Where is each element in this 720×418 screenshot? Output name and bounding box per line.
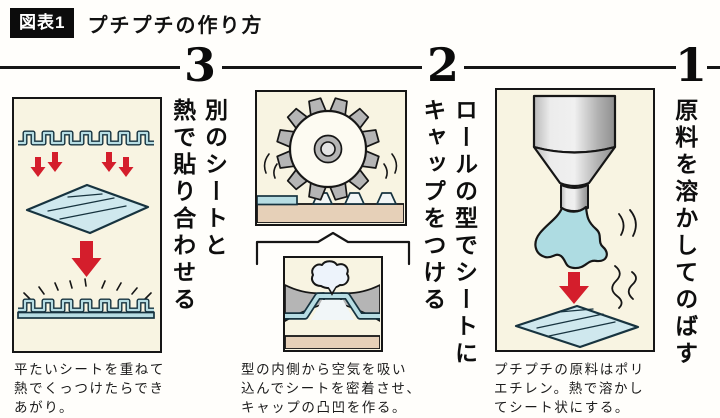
step2-inset-panel: [283, 256, 383, 352]
rule-segment: [222, 66, 422, 69]
heat-lamination-illustration: [17, 130, 155, 319]
down-arrow-icon: [71, 241, 102, 277]
step3-illustration-panel: [12, 97, 162, 353]
rule-segment: [0, 66, 180, 69]
step2-illustration-panel: [255, 90, 407, 226]
molten-blob: [534, 205, 608, 270]
step1-headline: 原料を溶かしてのばす: [671, 98, 698, 368]
step2-headline: ロールの型でシートに キャップをつける: [419, 98, 478, 368]
rule-segment: [707, 66, 720, 69]
step1-caption: プチプチの原料はポリ エチレン。熱で溶かし てシート状にする。: [494, 362, 645, 416]
step3-caption: 平たいシートを重ねて 熱でくっつけたらでき あがり。: [14, 362, 165, 416]
formed-caps: [312, 192, 397, 205]
rule-segment: [464, 66, 676, 69]
flat-sheet: [25, 183, 150, 235]
roller-mold-illustration: [257, 97, 404, 223]
step-number-2: 2: [426, 38, 459, 92]
melting-nozzle-illustration: [514, 94, 640, 349]
step3-headline: 別のシートと 熱で貼り合わせる: [169, 98, 228, 314]
flat-sheet-strip: [257, 195, 298, 206]
mold-suction-inset-illustration: [285, 260, 380, 349]
figure-label-badge: 図表1: [10, 8, 75, 38]
page-title: プチプチの作り方: [87, 14, 264, 37]
step1-illustration-panel: [495, 88, 655, 352]
figure-header: 図表1 プチプチの作り方: [10, 8, 263, 38]
step-number-1: 1: [674, 38, 707, 92]
gear-roller: [276, 97, 380, 201]
conveyor-base: [257, 203, 404, 223]
steam-cloud-icon: [311, 260, 350, 296]
nozzle: [532, 94, 617, 212]
mold-base: [285, 335, 380, 349]
zoom-callout-bracket: [255, 231, 411, 266]
down-arrow-icon: [30, 152, 134, 177]
step-number-3: 3: [183, 38, 216, 92]
down-arrow-icon: [559, 272, 589, 304]
sheet-forming-cap: [285, 292, 380, 320]
laminated-sheet: [17, 298, 155, 319]
step2-caption: 型の内側から空気を吸い 込んでシートを密着させ、 キャップの凸凹を作る。: [241, 362, 422, 416]
cap-cavity: [311, 300, 354, 320]
rotation-arcs-icon: [263, 153, 398, 179]
flat-sheet: [514, 304, 640, 349]
bubble-sheet: [18, 130, 154, 146]
heat-squiggle-icon: [611, 265, 637, 309]
heat-rays-icon: [23, 278, 152, 300]
motion-arcs-icon: [618, 209, 637, 237]
